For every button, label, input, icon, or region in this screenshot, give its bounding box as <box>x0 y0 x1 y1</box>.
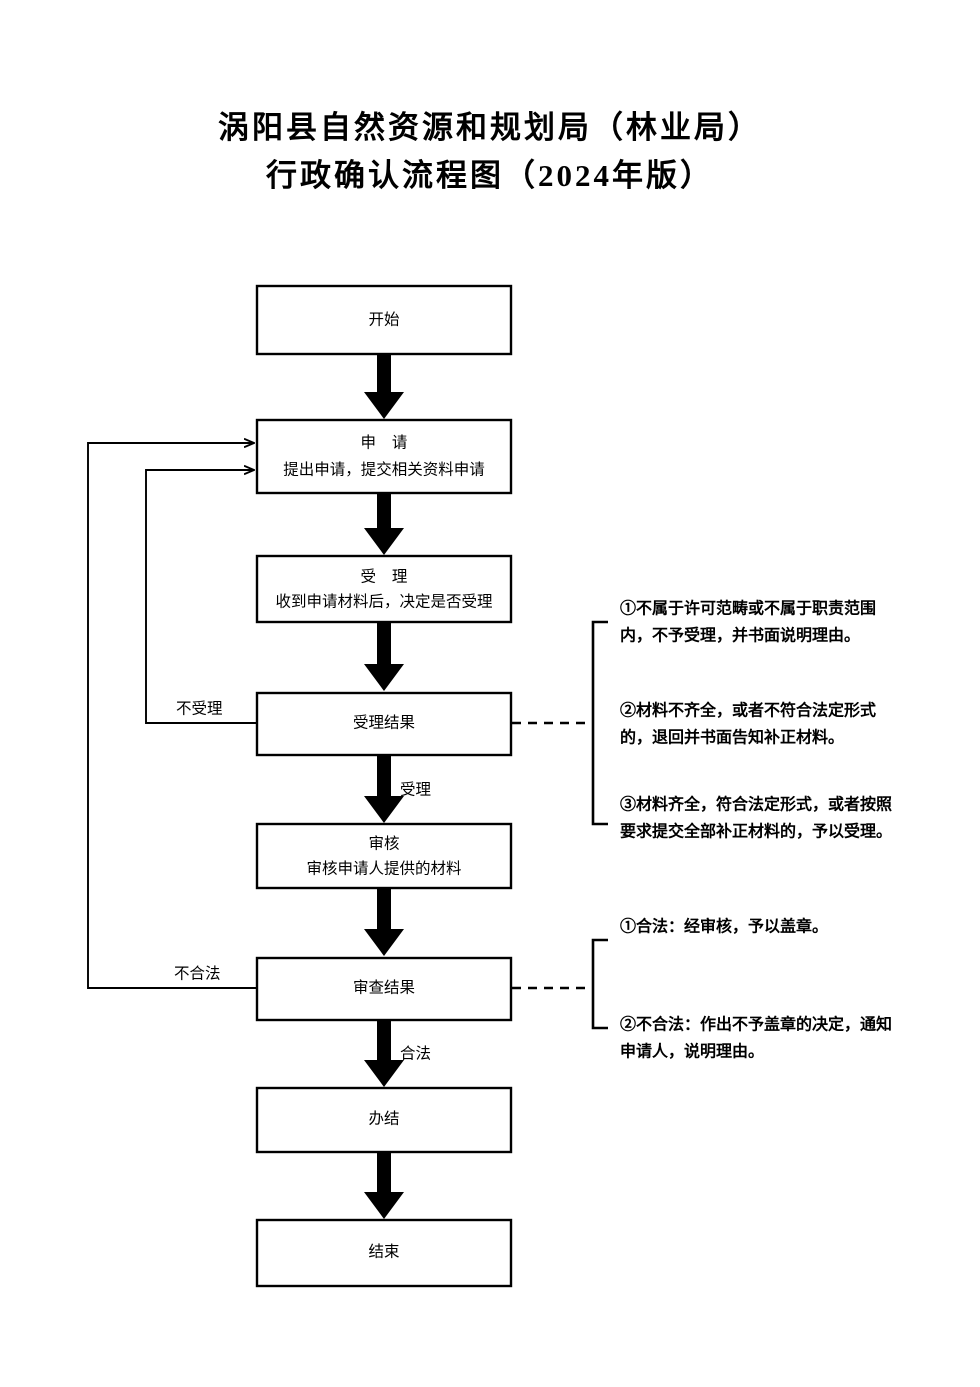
node-acceptance-heading: 受 理 <box>361 568 414 586</box>
node-review-heading: 审核 <box>368 835 399 853</box>
edge-label-not-accepted: 不受理 <box>176 700 223 718</box>
annotation-1-item-3-line-2: 要求提交全部补正材料的，予以受理。 <box>620 822 892 841</box>
annotation-1-item-1-line-2: 内，不予受理，并书面说明理由。 <box>620 626 860 645</box>
annotation-1-item-3-line-1: ③材料齐全，符合法定形式，或者按照 <box>620 795 892 814</box>
arrow-review-to-review-result <box>364 888 404 956</box>
arrow-start-to-application <box>364 354 404 419</box>
node-accept-result-box <box>255 691 513 757</box>
node-accept-result-heading: 受理结果 <box>353 714 415 732</box>
edge-label-accepted: 受理 <box>400 781 431 799</box>
annotation-1-item-2-line-1: ②材料不齐全，或者不符合法定形式 <box>620 701 876 720</box>
node-application-heading: 申 请 <box>361 434 414 452</box>
arrow-complete-to-end <box>364 1152 404 1219</box>
page-title: 涡阳县自然资源和规划局（林业局） 行政确认流程图（2024年版） <box>0 104 980 200</box>
arrow-application-to-acceptance <box>364 493 404 555</box>
node-complete-heading: 办结 <box>368 1110 399 1128</box>
node-review-result-box <box>255 956 513 1022</box>
annotation-2-item-2-line-2: 申请人，说明理由。 <box>620 1042 764 1061</box>
annotation-1-item-2-line-2: 的，退回并书面告知补正材料。 <box>620 728 844 747</box>
arrow-accept-result-to-review <box>364 755 404 823</box>
arrow-acceptance-to-accept-result <box>364 622 404 691</box>
node-application-box <box>255 418 513 495</box>
annotation-2-item-1-line-1: ①合法：经审核，予以盖章。 <box>620 917 828 936</box>
node-application-detail: 提出申请，提交相关资料申请 <box>283 461 485 479</box>
edge-label-not-lawful: 不合法 <box>174 965 221 983</box>
node-end-heading: 结束 <box>368 1243 399 1261</box>
bracket-review-result-notes <box>591 938 608 1030</box>
node-review-box <box>255 822 513 890</box>
node-review-result-heading: 审查结果 <box>353 979 415 997</box>
bracket-accept-result-notes <box>591 620 608 826</box>
loop-not-accepted <box>145 470 257 724</box>
title-line-2: 行政确认流程图（2024年版） <box>266 158 714 193</box>
node-review-detail: 审核申请人提供的材料 <box>306 860 461 878</box>
node-end-box <box>255 1218 513 1288</box>
loop-not-lawful <box>87 443 257 989</box>
node-complete-box <box>255 1086 513 1154</box>
edge-label-lawful: 合法 <box>400 1045 431 1063</box>
annotation-1-item-1-line-1: ①不属于许可范畴或不属于职责范围 <box>620 599 876 618</box>
annotation-2-item-2-line-1: ②不合法：作出不予盖章的决定，通知 <box>620 1015 892 1034</box>
node-start-heading: 开始 <box>368 311 400 329</box>
title-line-1: 涡阳县自然资源和规划局（林业局） <box>218 110 762 145</box>
node-acceptance-detail: 收到申请材料后，决定是否受理 <box>275 593 492 611</box>
node-acceptance-box <box>255 554 513 624</box>
arrow-review-result-to-complete <box>364 1020 404 1087</box>
